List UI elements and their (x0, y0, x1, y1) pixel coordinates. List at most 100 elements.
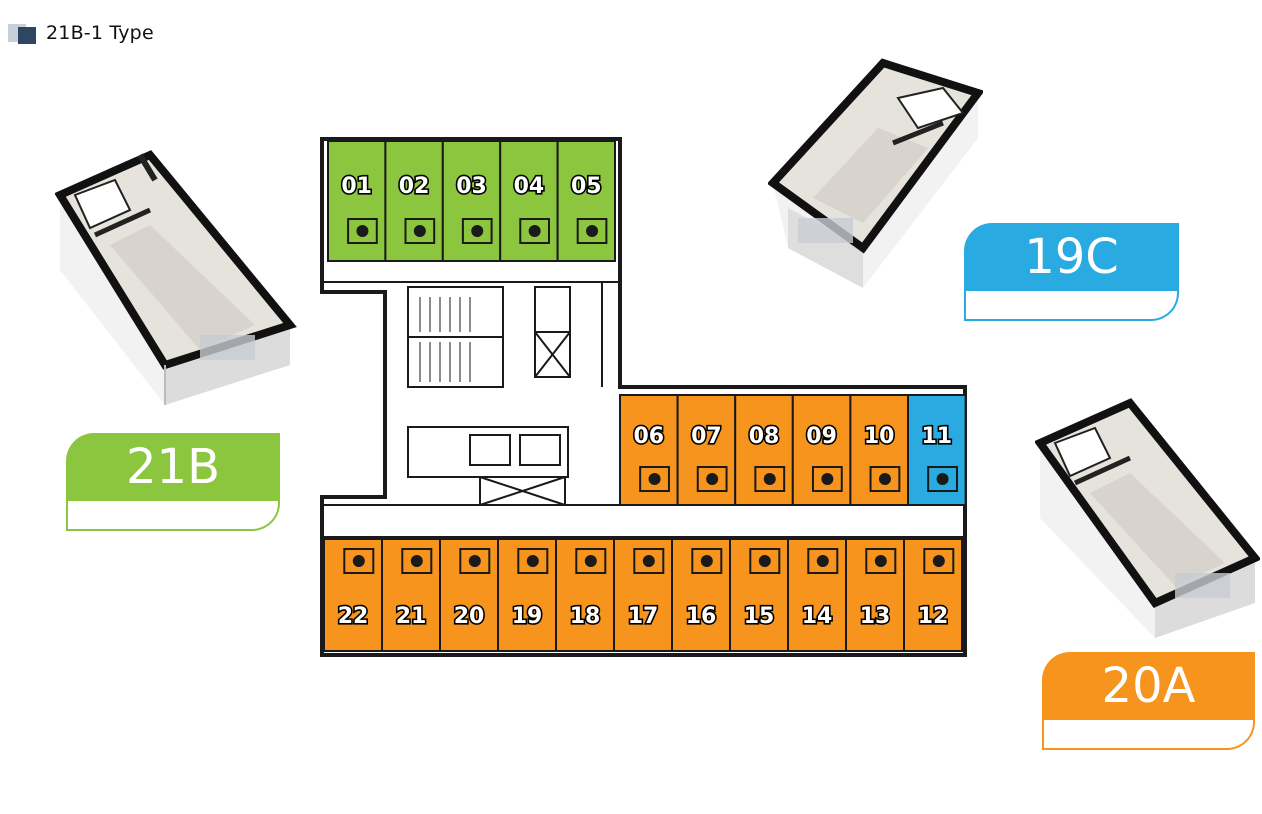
room-16-label: 16 (686, 604, 717, 629)
room-08-bath (754, 466, 786, 492)
room-09-label: 09 (806, 424, 837, 449)
room-22[interactable]: 22 (323, 538, 383, 652)
room-01-fixture (356, 225, 369, 237)
room-09-fixture (821, 473, 834, 485)
room-22-label: 22 (338, 604, 369, 629)
room-12-bath (923, 548, 955, 574)
room-07-bath (696, 466, 728, 492)
room-05-bath (576, 218, 608, 244)
room-11-bath (927, 466, 958, 492)
room-21-fixture (410, 555, 423, 567)
room-01-label: 01 (341, 174, 372, 199)
room-17-label: 17 (628, 604, 659, 629)
badge-21b-base (66, 501, 280, 531)
room-12[interactable]: 12 (903, 538, 963, 652)
room-02-fixture (413, 225, 426, 237)
legend-swatch-icon (8, 22, 36, 44)
room-21[interactable]: 21 (381, 538, 441, 652)
badge-19c-base (964, 291, 1179, 321)
room-02[interactable]: 02 (384, 140, 444, 262)
room-05-fixture (586, 225, 599, 237)
room-18-label: 18 (570, 604, 601, 629)
room-16-bath (691, 548, 723, 574)
room-11[interactable]: 11 (907, 394, 967, 506)
room-20-area (439, 538, 499, 652)
room-03-fixture (471, 225, 484, 237)
room-17-fixture (642, 555, 655, 567)
room-05-label: 05 (571, 174, 602, 199)
rooms-top: 01 02 03 04 05 (327, 140, 617, 262)
room-09-area (791, 394, 852, 506)
room-20-fixture (468, 555, 481, 567)
room-15[interactable]: 15 (729, 538, 789, 652)
room-13-fixture (874, 555, 887, 567)
room-10-fixture (878, 473, 891, 485)
badge-19c-label: 19C (964, 223, 1179, 291)
room-06-fixture (648, 473, 661, 485)
unit-21b-render[interactable] (55, 150, 300, 410)
room-06[interactable]: 06 (619, 394, 679, 506)
badge-19c[interactable]: 19C (964, 223, 1179, 321)
room-21-label: 21 (396, 604, 427, 629)
room-01[interactable]: 01 (327, 140, 387, 262)
room-14[interactable]: 14 (787, 538, 847, 652)
room-15-bath (749, 548, 781, 574)
room-13-bath (865, 548, 897, 574)
room-10-label: 10 (864, 424, 895, 449)
room-13-label: 13 (860, 604, 891, 629)
room-10[interactable]: 10 (849, 394, 910, 506)
room-03-label: 03 (456, 174, 487, 199)
room-02-bath (404, 218, 436, 244)
room-09[interactable]: 09 (791, 394, 852, 506)
room-07-fixture (706, 473, 719, 485)
room-04-bath (519, 218, 550, 244)
room-05[interactable]: 05 (556, 140, 617, 262)
legend-title: 21B-1 Type (46, 22, 154, 44)
room-10-bath (869, 466, 901, 492)
unit-19c-render[interactable] (768, 58, 983, 293)
rooms-right: 06 07 08 09 10 11 (619, 394, 967, 506)
room-19-label: 19 (512, 604, 543, 629)
room-12-fixture (932, 555, 945, 567)
room-06-bath (639, 466, 670, 492)
room-22-fixture (352, 555, 365, 567)
room-14-fixture (816, 555, 829, 567)
room-07[interactable]: 07 (676, 394, 737, 506)
room-18-fixture (584, 555, 597, 567)
room-07-area (676, 394, 737, 506)
room-04[interactable]: 04 (499, 140, 559, 262)
room-20-bath (459, 548, 491, 574)
room-16[interactable]: 16 (671, 538, 731, 652)
legend-header: 21B-1 Type (8, 22, 154, 44)
floor-plan: 01 02 03 04 05 06 07 08 09 10 11 22 21 20 19 18 17 16 15… (320, 137, 967, 657)
room-09-bath (811, 466, 843, 492)
room-08[interactable]: 08 (734, 394, 794, 506)
room-03-bath (461, 218, 493, 244)
room-17-bath (633, 548, 665, 574)
badge-21b[interactable]: 21B (66, 433, 280, 531)
room-18[interactable]: 18 (555, 538, 615, 652)
room-07-label: 07 (691, 424, 722, 449)
room-13[interactable]: 13 (845, 538, 905, 652)
room-01-bath (347, 218, 378, 244)
badge-20a[interactable]: 20A (1042, 652, 1255, 750)
room-11-fixture (936, 473, 949, 485)
badge-21b-label: 21B (66, 433, 280, 501)
room-04-label: 04 (514, 174, 545, 199)
room-20[interactable]: 20 (439, 538, 499, 652)
room-16-fixture (700, 555, 713, 567)
room-17[interactable]: 17 (613, 538, 673, 652)
core-area (407, 286, 571, 506)
room-12-label: 12 (918, 604, 949, 629)
room-14-bath (807, 548, 839, 574)
room-19-bath (517, 548, 549, 574)
room-03[interactable]: 03 (441, 140, 502, 262)
room-04-fixture (528, 225, 541, 237)
room-06-label: 06 (633, 424, 664, 449)
room-19[interactable]: 19 (497, 538, 557, 652)
badge-20a-base (1042, 720, 1255, 750)
unit-20a-render[interactable] (1035, 398, 1260, 643)
room-15-label: 15 (744, 604, 775, 629)
room-18-bath (575, 548, 607, 574)
rooms-bottom: 22 21 20 19 18 17 16 15 14 13 12 (323, 538, 963, 652)
